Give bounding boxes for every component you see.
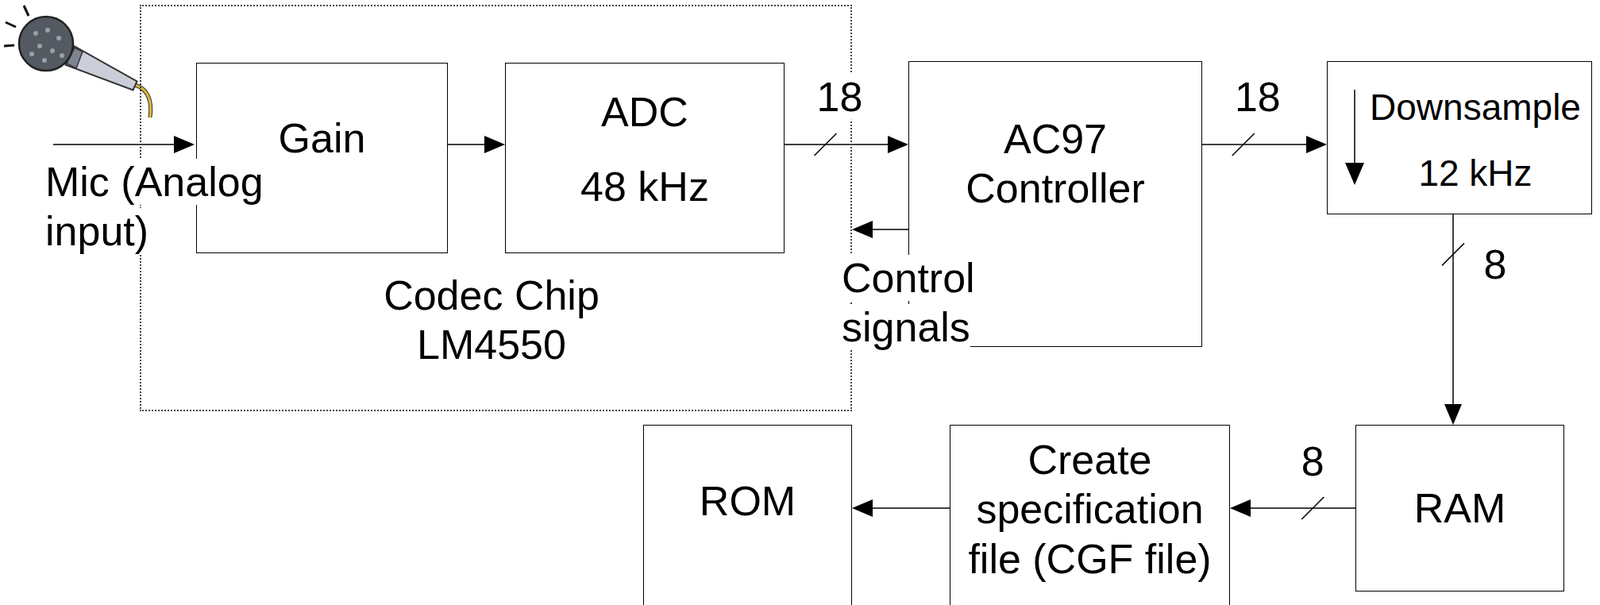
- mic-grille-dot: [50, 48, 55, 54]
- process-box: Gain: [196, 62, 448, 254]
- mic-grille-dot: [29, 51, 35, 57]
- arrowhead: [484, 135, 506, 154]
- downsample-symbol: [1353, 89, 1356, 165]
- signal-name: Control signals: [841, 254, 976, 351]
- connector-line: [1202, 143, 1307, 146]
- connector: [852, 499, 950, 517]
- box-label: AC97 Controller: [960, 114, 1151, 214]
- mic-handle: [65, 46, 138, 90]
- box-label: Gain: [207, 113, 438, 163]
- edge-label: 8: [1301, 436, 1325, 486]
- mic-cord: [134, 84, 151, 118]
- connector-line: [872, 228, 909, 231]
- mic-cord: [134, 84, 151, 118]
- connector-line: [447, 143, 485, 146]
- connector: [1441, 214, 1465, 425]
- connector-line: [872, 507, 950, 509]
- connector-line: [1452, 214, 1454, 405]
- process-box: Downsample 12 kHz: [1326, 61, 1593, 215]
- bus-width-slash: [1301, 497, 1324, 520]
- mic-grille-dot: [37, 43, 43, 49]
- mic-grille-dot: [33, 30, 39, 36]
- arrowhead: [1306, 135, 1327, 154]
- edge-label: 18: [1234, 72, 1281, 122]
- connector-line: [1250, 507, 1356, 509]
- connector: [1202, 133, 1327, 156]
- edge-label: 18: [817, 72, 864, 122]
- box-label: ROM: [652, 476, 844, 526]
- arrowhead: [1229, 499, 1251, 517]
- bus-width-number: 8: [1301, 438, 1325, 485]
- mic-grille-dot: [45, 27, 51, 33]
- box-label: Create specification file (CGF file): [955, 435, 1226, 584]
- edge-label: Control signals: [841, 253, 1001, 353]
- connector: [447, 135, 506, 154]
- box-label: Codec Chip LM4550: [372, 270, 611, 371]
- bus-width-number: 8: [1484, 241, 1508, 288]
- edge-label: 8: [1484, 239, 1508, 290]
- bus-width-slash: [813, 133, 837, 156]
- connector: [1229, 497, 1356, 520]
- connector: [852, 220, 909, 239]
- input-arrowhead: [173, 135, 195, 154]
- arrowhead: [852, 220, 873, 239]
- bus-width-number: 18: [1234, 73, 1281, 120]
- microphone-icon: [3, 5, 151, 118]
- arrowhead: [852, 499, 873, 517]
- bus-width-number: 18: [817, 73, 864, 120]
- sound-ray: [23, 5, 29, 16]
- box-label: ADC 48 kHz: [576, 75, 714, 224]
- input-label-text: Mic (Analog input): [45, 158, 264, 255]
- input-arrow: [53, 143, 174, 146]
- mic-grille-dot: [56, 35, 62, 41]
- mic-head: [19, 16, 74, 71]
- process-box: ADC 48 kHz: [505, 62, 785, 254]
- mic-grille-dot: [42, 57, 47, 63]
- arrowhead: [887, 135, 909, 154]
- input-label: Mic (Analog input): [45, 157, 276, 257]
- sound-ray: [5, 22, 16, 27]
- box-label: RAM: [1364, 483, 1556, 533]
- bus-width-slash: [1441, 242, 1465, 266]
- connector: [784, 133, 909, 156]
- chip-group-box: Codec Chip LM4550 Gain ADC 48 kHz: [139, 4, 853, 412]
- box-label: Downsample: [1369, 85, 1581, 130]
- sound-ray: [3, 45, 15, 47]
- mic-grille-dot: [59, 53, 65, 58]
- connector-line: [784, 143, 888, 146]
- process-box: ROM: [643, 424, 853, 605]
- process-box: Create specification file (CGF file): [949, 424, 1230, 605]
- box-label: 12 kHz: [1418, 151, 1532, 196]
- process-box: RAM: [1355, 424, 1565, 592]
- arrowhead: [1444, 404, 1462, 425]
- downsample-symbol-head: [1345, 162, 1365, 186]
- bus-width-slash: [1232, 133, 1255, 156]
